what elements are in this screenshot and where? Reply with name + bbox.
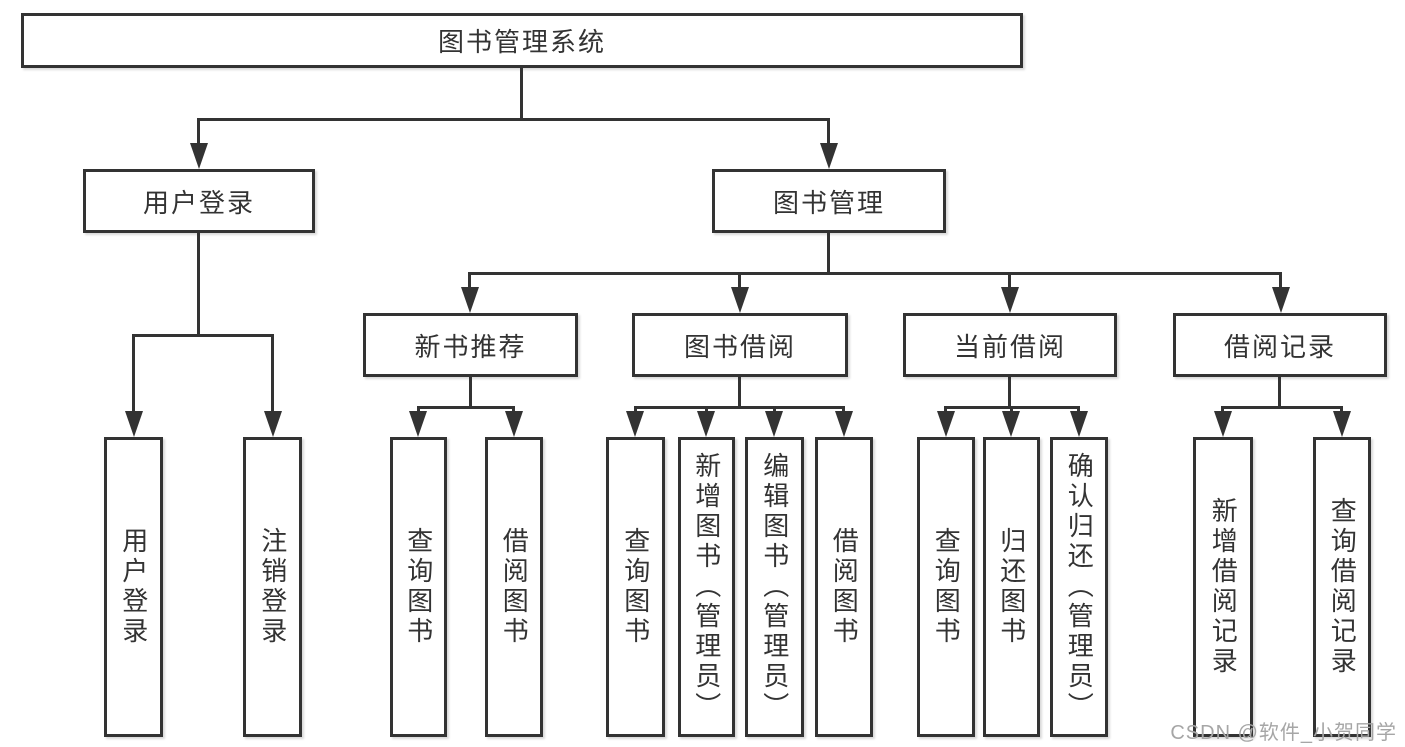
connector-line: [1279, 272, 1282, 289]
node-label: 图书借阅: [683, 331, 796, 362]
connector-line: [634, 406, 845, 409]
connector-line: [1010, 406, 1013, 414]
connector-line: [944, 406, 947, 414]
arrow-down: [264, 411, 282, 437]
arrow-down: [626, 411, 644, 437]
connector-line: [520, 66, 523, 120]
connector-line: [1008, 377, 1011, 408]
connector-line: [417, 406, 420, 414]
node-book-borrowing: 图书借阅: [632, 313, 848, 377]
connector-line: [1278, 377, 1281, 408]
connector-line: [417, 406, 515, 409]
node-label: 查询借阅记录: [1327, 497, 1358, 677]
arrow-down: [125, 411, 143, 437]
node-label: 查询图书: [931, 527, 962, 647]
node-label: 新书推荐: [414, 331, 527, 362]
node-label: 归还图书: [996, 527, 1027, 647]
arrow-down: [1002, 411, 1020, 437]
connector-line: [197, 233, 200, 336]
connector-line: [197, 118, 200, 146]
arrow-down: [461, 287, 479, 313]
node-new-book-recommendation: 新书推荐: [363, 313, 578, 377]
leaf-borrow-books-recommend: 借阅图书: [485, 437, 543, 737]
csdn-watermark: CSDN @软件_小贺同学: [1170, 722, 1397, 744]
leaf-edit-books-admin: 编辑图书（管理员）: [745, 437, 804, 737]
connector-line: [827, 233, 830, 274]
arrow-down: [820, 143, 838, 169]
node-label: 图书管理系统: [437, 27, 606, 57]
arrow-down: [765, 411, 783, 437]
leaf-query-books-borrowing: 查询图书: [606, 437, 665, 737]
arrow-down: [697, 411, 715, 437]
arrow-down: [937, 411, 955, 437]
leaf-confirm-return-admin: 确认归还（管理员）: [1050, 437, 1108, 737]
leaf-query-books-current: 查询图书: [917, 437, 975, 737]
connector-line: [1221, 406, 1224, 414]
connector-line: [271, 334, 274, 414]
node-label: 编辑图书（管理员）: [759, 452, 790, 722]
leaf-logout: 注销登录: [243, 437, 302, 737]
connector-line: [1221, 406, 1343, 409]
connector-line: [132, 334, 274, 337]
leaf-query-borrow-record: 查询借阅记录: [1313, 437, 1371, 737]
node-label: 图书管理: [772, 187, 885, 218]
node-library-management-system: 图书管理系统: [21, 13, 1023, 68]
arrow-down: [731, 287, 749, 313]
arrow-down: [1070, 411, 1088, 437]
leaf-return-books: 归还图书: [983, 437, 1040, 737]
node-label: 用户登录: [118, 527, 149, 647]
connector-line: [1008, 272, 1011, 289]
connector-line: [1077, 406, 1080, 414]
node-label: 用户登录: [142, 187, 255, 218]
node-label: 借阅图书: [499, 527, 530, 647]
connector-line: [469, 377, 472, 408]
node-label: 查询图书: [403, 527, 434, 647]
connector-line: [468, 272, 471, 289]
arrow-down: [1272, 287, 1290, 313]
node-label: 当前借阅: [953, 331, 1066, 362]
node-label: 新增图书（管理员）: [691, 452, 722, 722]
leaf-borrow-books: 借阅图书: [815, 437, 873, 737]
connector-line: [1340, 406, 1343, 414]
arrow-down: [190, 143, 208, 169]
connector-line: [738, 377, 741, 408]
node-label: 确认归还（管理员）: [1064, 452, 1095, 722]
connector-line: [512, 406, 515, 414]
arrow-down: [1001, 287, 1019, 313]
connector-line: [738, 272, 741, 289]
node-label: 查询图书: [620, 527, 651, 647]
node-label: 借阅图书: [829, 527, 860, 647]
arrow-down: [1333, 411, 1351, 437]
connector-line: [773, 406, 776, 414]
node-book-management: 图书管理: [712, 169, 946, 233]
leaf-add-books-admin: 新增图书（管理员）: [678, 437, 735, 737]
node-label: 新增借阅记录: [1208, 497, 1239, 677]
node-user-login: 用户登录: [83, 169, 315, 233]
arrow-down: [409, 411, 427, 437]
node-label: 借阅记录: [1223, 331, 1336, 362]
connector-line: [197, 118, 830, 121]
node-borrowing-records: 借阅记录: [1173, 313, 1387, 377]
connector-line: [842, 406, 845, 414]
arrow-down: [835, 411, 853, 437]
connector-line: [468, 272, 1282, 275]
connector-line: [132, 334, 135, 414]
leaf-user-login: 用户登录: [104, 437, 163, 737]
node-current-borrowing: 当前借阅: [903, 313, 1117, 377]
node-label: 注销登录: [257, 527, 288, 647]
arrow-down: [1214, 411, 1232, 437]
connector-line: [827, 118, 830, 146]
connector-line: [634, 406, 637, 414]
leaf-query-books-recommend: 查询图书: [390, 437, 447, 737]
arrow-down: [505, 411, 523, 437]
connector-line: [705, 406, 708, 414]
leaf-add-borrow-record: 新增借阅记录: [1193, 437, 1253, 737]
